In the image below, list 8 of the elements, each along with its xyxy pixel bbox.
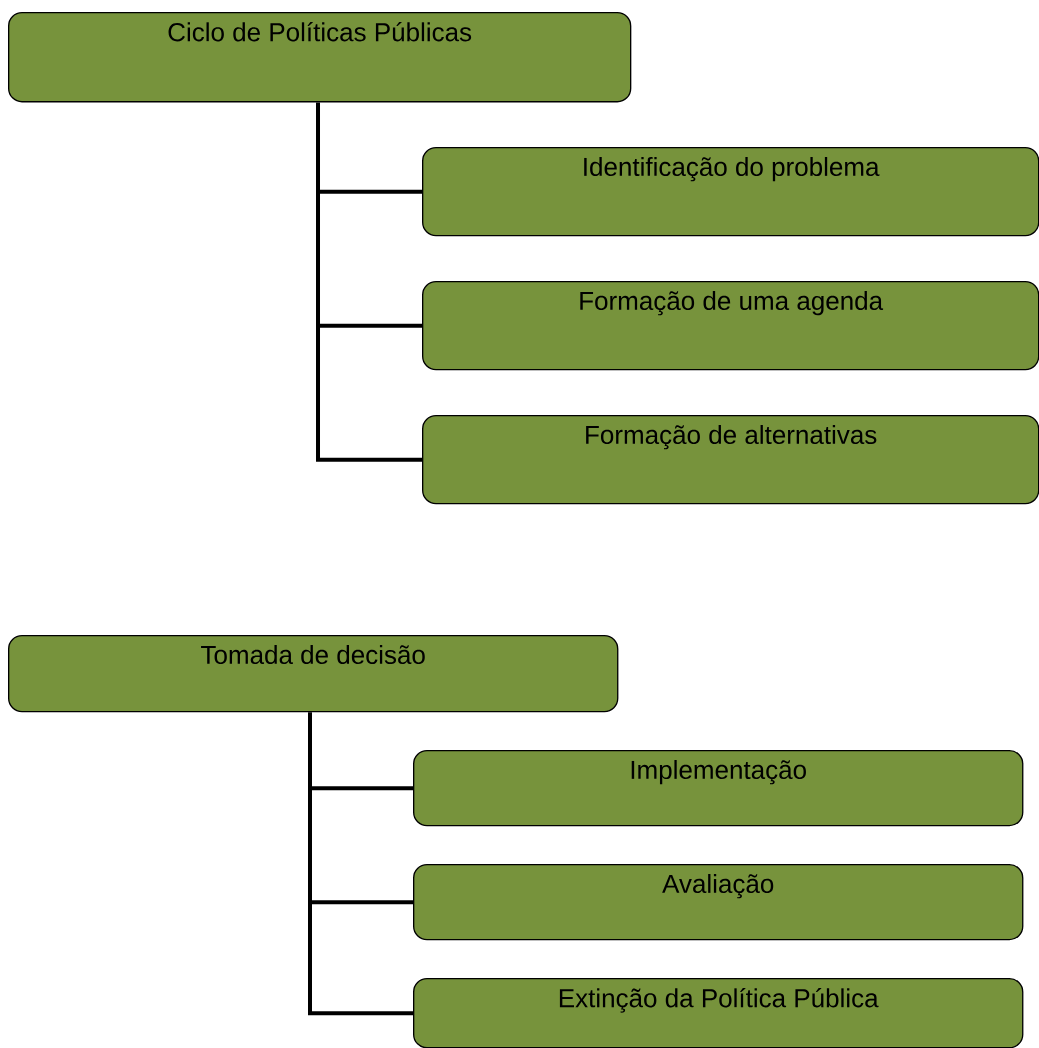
process-box: Ciclo de Políticas Públicas <box>8 12 632 103</box>
process-box: Implementação <box>413 750 1024 827</box>
process-box: Identificação do problema <box>422 147 1039 237</box>
process-box: Formação de alternativas <box>422 415 1039 505</box>
process-box: Extinção da Política Pública <box>413 978 1024 1048</box>
process-box: Avaliação <box>413 864 1024 941</box>
process-box: Tomada de decisão <box>8 635 619 713</box>
process-box: Formação de uma agenda <box>422 281 1039 371</box>
